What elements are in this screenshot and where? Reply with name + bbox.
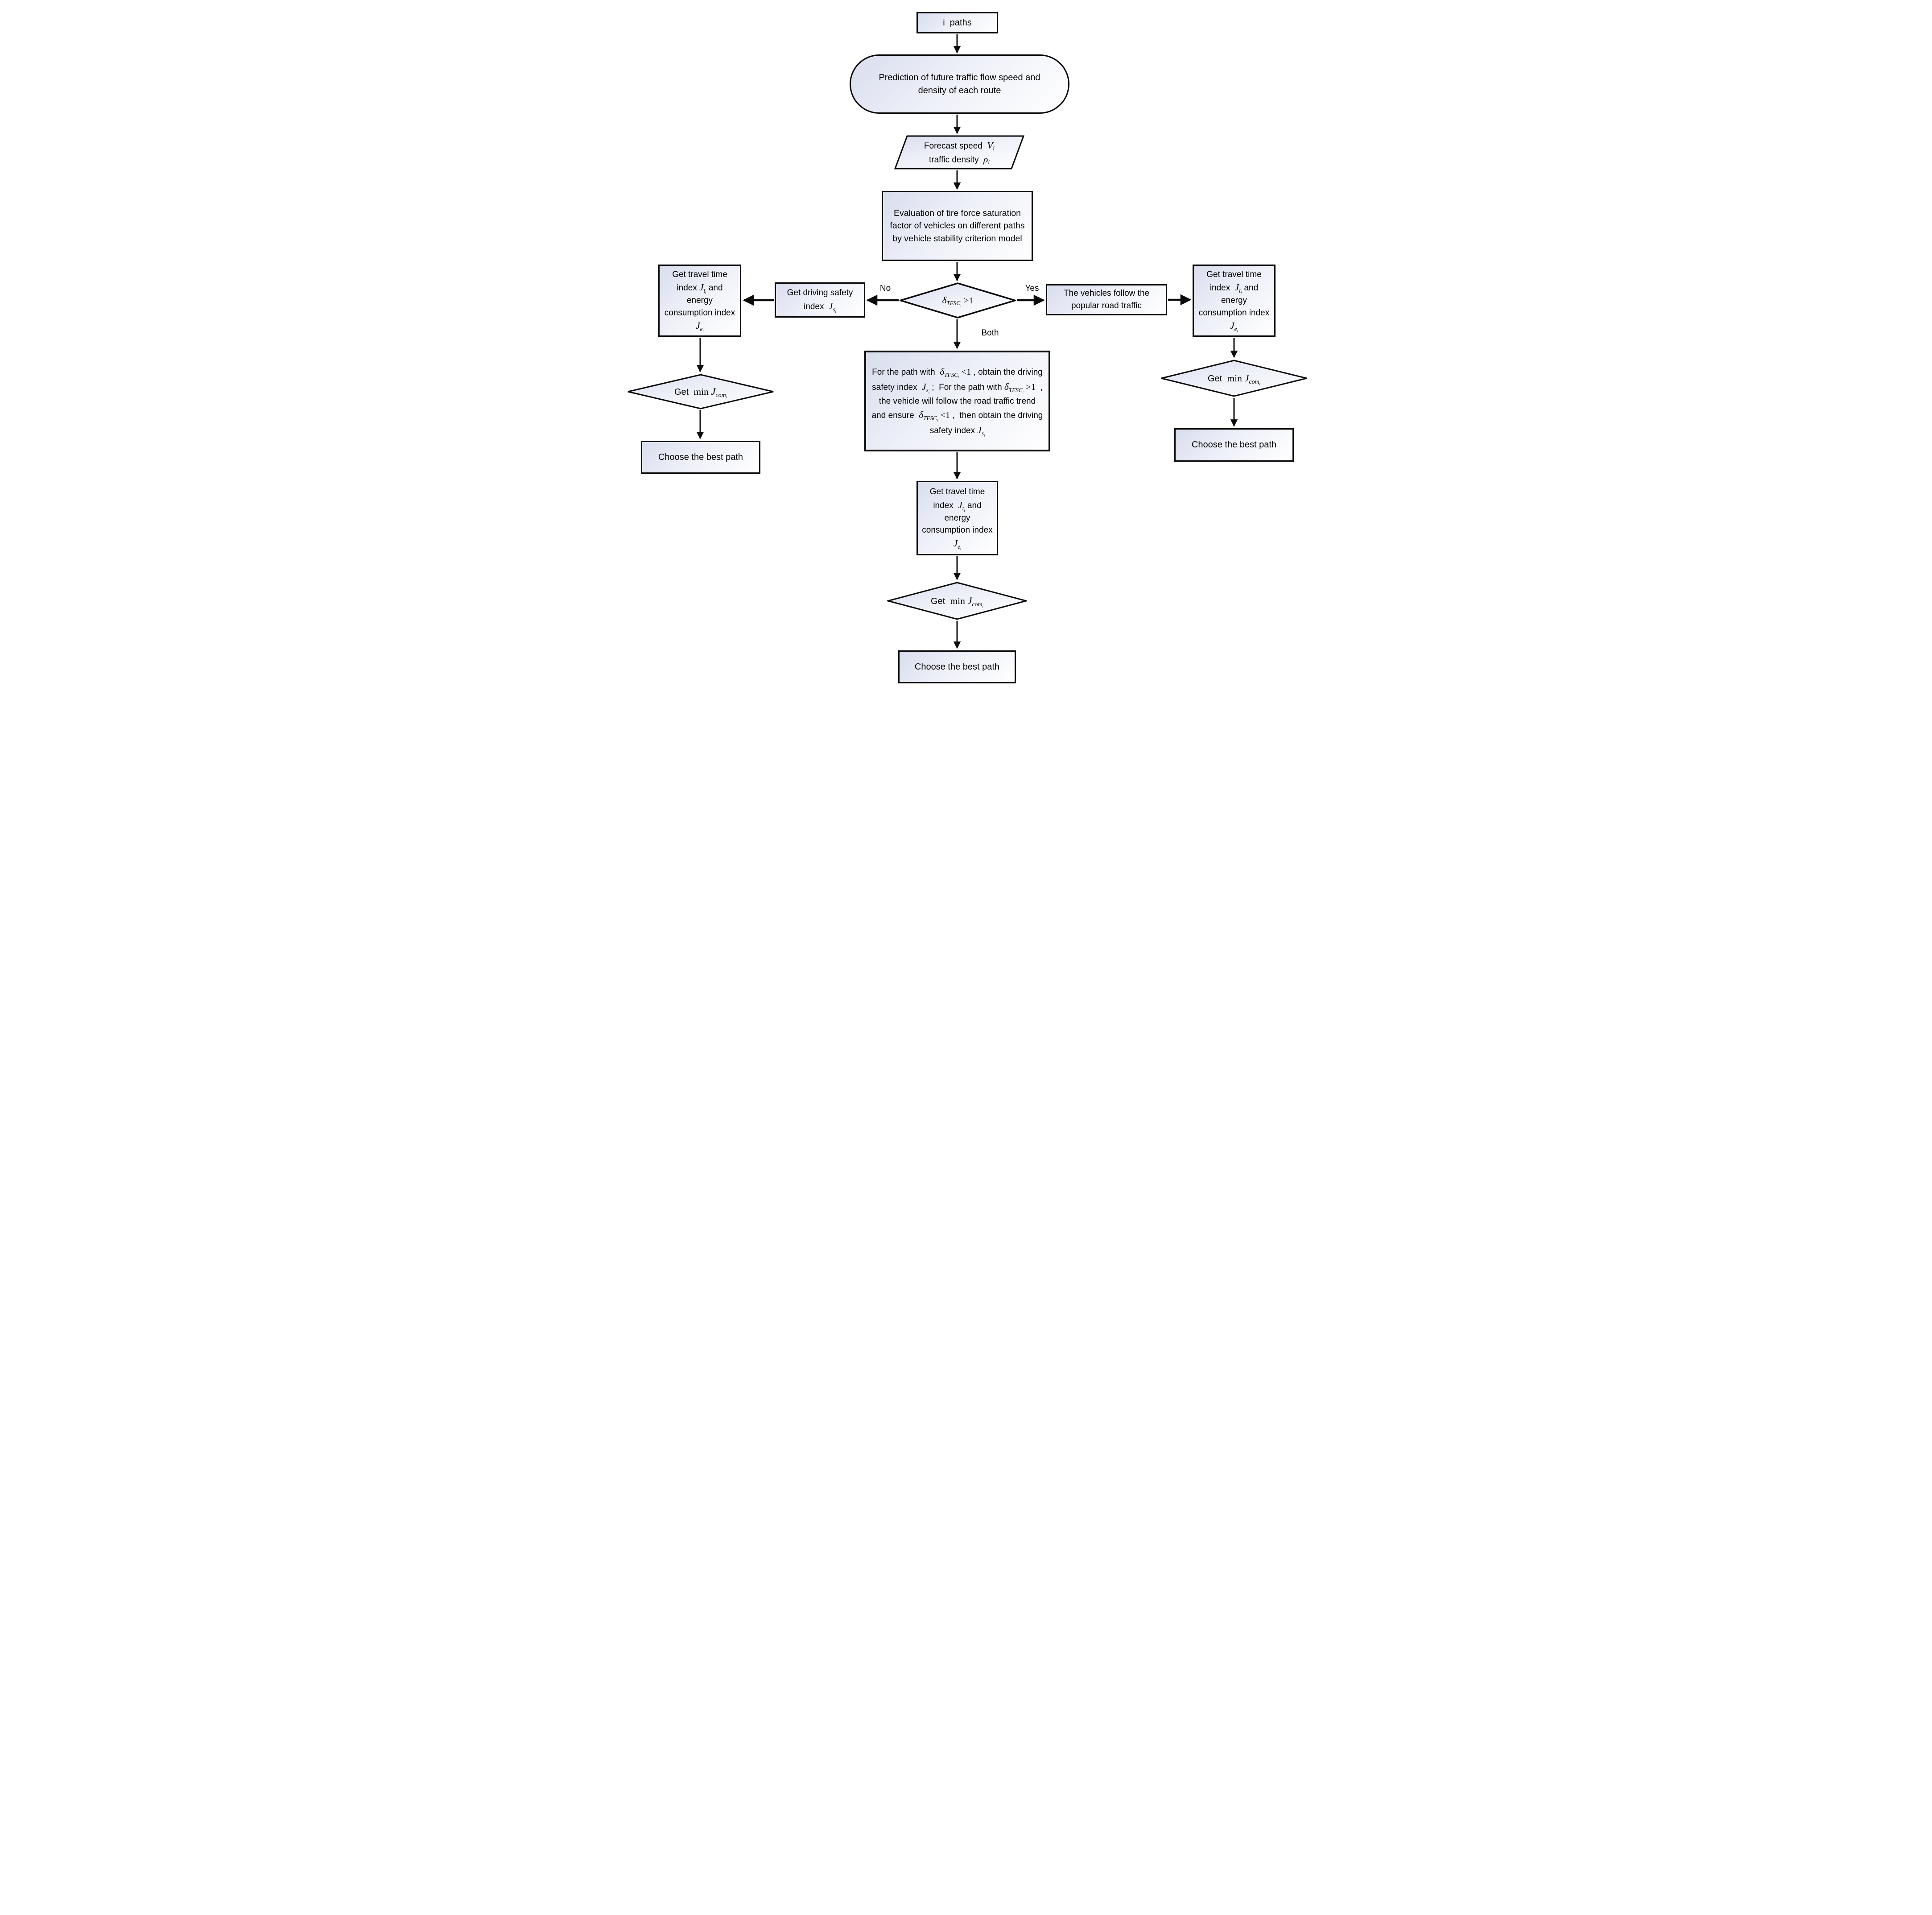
node-mid-min: Get min Jcomi [887, 582, 1027, 620]
node-left-min: Get min Jcomi [627, 374, 774, 409]
node-right-min: Get min Jcomi [1160, 360, 1308, 397]
right-travel-index-label: Get travel time index Jti and energy con… [1198, 269, 1270, 333]
node-mid-travel-index: Get travel time index Jti and energy con… [916, 481, 998, 555]
right-choose-label: Choose the best path [1191, 440, 1277, 450]
branch-label-no: No [879, 284, 891, 293]
prediction-label: Prediction of future traffic flow speed … [879, 72, 1040, 95]
parallelogram-shape [894, 135, 1024, 170]
node-left-travel-index: Get travel time index Jti and energy con… [658, 265, 741, 337]
forecast-line1: Forecast speed Vi [924, 140, 995, 152]
flowchart: i paths Prediction of future traffic flo… [621, 0, 1311, 684]
node-final-choose: Choose the best path [898, 650, 1016, 683]
node-decision: δTFSCi >1 [900, 282, 1016, 318]
left-travel-index-label: Get travel time index Jti and energy con… [664, 269, 735, 333]
left-choose-label: Choose the best path [658, 452, 743, 462]
follow-traffic-label: The vehicles follow the popular road tra… [1063, 289, 1150, 310]
branch-label-yes: Yes [1025, 284, 1039, 293]
node-prediction: Prediction of future traffic flow speed … [850, 54, 1069, 114]
node-right-travel-index: Get travel time index Jti and energy con… [1193, 265, 1276, 337]
left-min-diamond-shape [627, 374, 774, 409]
node-start: i paths [916, 12, 998, 33]
right-min-label: Get min Jcomi [1208, 372, 1260, 386]
left-min-label: Get min Jcomi [674, 385, 727, 399]
node-evaluate: Evaluation of tire force saturation fact… [882, 191, 1033, 261]
node-both-paths: For the path with δTFSCi <1 , obtain the… [864, 351, 1050, 451]
node-forecast: Forecast speed Vi traffic density ρi [894, 135, 1024, 170]
node-safety-index: Get driving safety index Jsi [775, 282, 865, 318]
decision-label: δTFSCi >1 [942, 294, 974, 308]
forecast-line2: traffic density ρi [929, 153, 990, 166]
node-right-choose: Choose the best path [1174, 428, 1294, 462]
evaluate-label: Evaluation of tire force saturation fact… [890, 208, 1025, 244]
mid-min-label: Get min Jcomi [931, 595, 983, 608]
node-follow-traffic: The vehicles follow the popular road tra… [1046, 284, 1167, 315]
both-paths-label: For the path with δTFSCi <1 , obtain the… [871, 366, 1043, 438]
final-choose-label: Choose the best path [914, 662, 1000, 672]
start-label: i paths [943, 17, 972, 28]
node-left-choose: Choose the best path [641, 441, 760, 474]
forecast-label: Forecast speed Vi traffic density ρi [921, 138, 998, 167]
branch-label-both: Both [981, 328, 999, 338]
mid-min-diamond-shape [887, 582, 1027, 620]
right-min-diamond-shape [1161, 360, 1307, 397]
safety-index-label: Get driving safety index Jsi [787, 288, 853, 314]
decision-diamond-shape [900, 282, 1016, 318]
mid-travel-index-label: Get travel time index Jti and energy con… [922, 487, 993, 551]
